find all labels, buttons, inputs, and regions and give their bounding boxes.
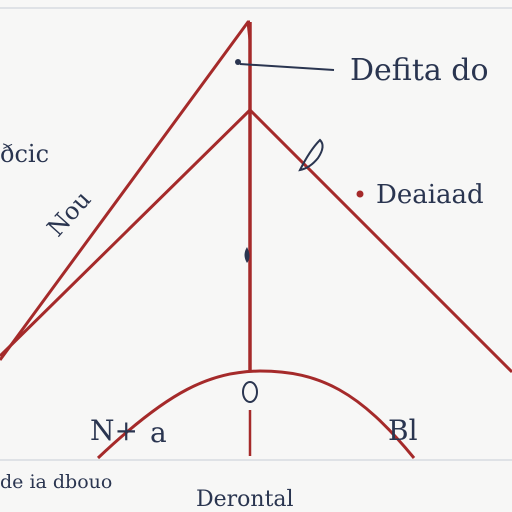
central-ring-marker (242, 381, 258, 403)
bell-curve (96, 369, 416, 460)
label-axis-left: de ia dbouo (0, 471, 112, 493)
label-top-right: Defita do (350, 53, 489, 88)
pointer-line (239, 63, 335, 71)
inner-right-edge (248, 108, 512, 374)
right-marker-dot (356, 190, 364, 198)
outer-triangle (0, 20, 252, 361)
grid-lines (0, 7, 512, 461)
label-pointer (235, 59, 335, 71)
pointer-dot (235, 59, 241, 65)
label-left-diagonal: Nou (42, 185, 97, 242)
inner-triangle (0, 108, 512, 374)
label-bottom-right-small: Bl (388, 414, 418, 447)
label-bottom-left-small: N+ (90, 414, 138, 447)
outer-left-edge (0, 20, 250, 361)
label-bottom-center-left: a (150, 416, 167, 449)
right-edge-glyph (298, 138, 324, 172)
label-axis-bottom: Derontal (196, 487, 294, 512)
inner-left-edge (0, 108, 252, 358)
axis-mark (244, 247, 250, 263)
label-left-upper: ðcic (0, 140, 49, 168)
label-right-middle: Deaiaad (376, 180, 484, 210)
